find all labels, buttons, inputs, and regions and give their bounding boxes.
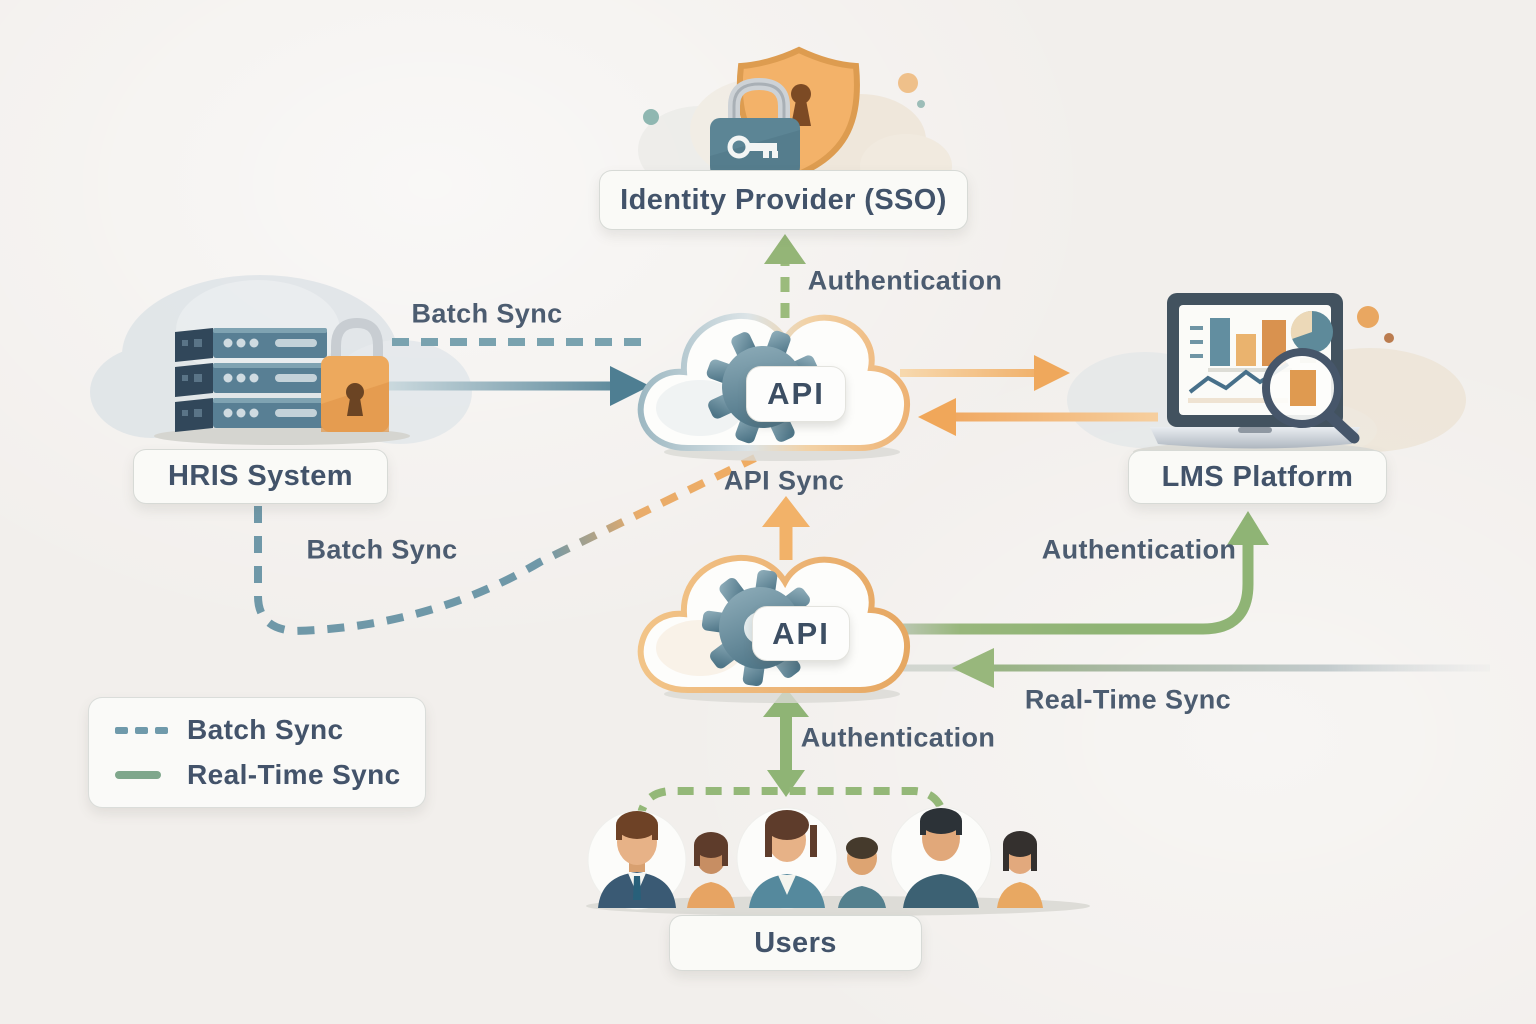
solid-line-sample-icon (115, 771, 171, 779)
legend-real-time-sync-label: Real-Time Sync (187, 759, 401, 790)
node-lms-platform-label: LMS Platform (1161, 460, 1354, 493)
edge-label-batch-sync-top: Batch Sync (411, 298, 563, 329)
edge-label-authentication-idp: Authentication (807, 265, 1003, 296)
edge-real-time-sync (895, 648, 1490, 688)
api-lower-cloud-icon (641, 558, 907, 703)
edge-label-batch-sync-mid: Batch Sync (306, 534, 458, 565)
node-users-label: Users (754, 926, 837, 959)
edge-lms-to-api-arrow (918, 398, 1158, 436)
edge-users-bracket (636, 787, 948, 823)
users-icon (586, 806, 1090, 916)
edge-auth-lms-curve (885, 511, 1269, 635)
decorative-dot-teal (643, 109, 659, 125)
avatar-woman-dark-hair (997, 831, 1043, 908)
edge-api-sync-arrow (762, 496, 810, 560)
avatar-woman-teal-blazer (749, 810, 825, 908)
api-badge-lower-label: API (772, 615, 830, 651)
avatar-boy (838, 837, 886, 908)
edge-label-authentication-lms: Authentication (1041, 534, 1237, 565)
legend: Batch Sync Real-Time Sync (88, 697, 426, 808)
avatar-woman-orange (687, 832, 735, 908)
server-stack-icon (175, 328, 327, 432)
hris-icon (154, 317, 410, 445)
node-users: Users (669, 915, 922, 971)
node-hris-system-label: HRIS System (168, 460, 353, 492)
api-badge-upper: API (746, 366, 846, 422)
decorative-dot-orange (898, 73, 918, 93)
node-lms-platform: LMS Platform (1128, 450, 1387, 504)
api-badge-upper-label: API (767, 376, 825, 411)
edge-label-authentication-users: Authentication (800, 722, 996, 753)
edge-auth-idp (764, 234, 806, 318)
padlock-key-icon (710, 77, 800, 176)
dashed-line-sample-icon (115, 726, 171, 734)
node-hris-system: HRIS System (133, 449, 388, 504)
edge-api-to-lms-arrow (900, 355, 1070, 391)
legend-item-real-time-sync: Real-Time Sync (115, 759, 425, 791)
legend-item-batch-sync: Batch Sync (115, 714, 425, 746)
identity-provider-icon (643, 46, 925, 178)
decorative-dot-brown-small (1384, 333, 1394, 343)
edge-label-api-sync: API Sync (723, 465, 845, 496)
edge-hris-to-api-arrow (378, 366, 650, 406)
node-identity-provider: Identity Provider (SSO) (599, 170, 968, 230)
avatar-man-suit (598, 811, 676, 908)
decorative-dot-orange (1357, 306, 1379, 328)
node-identity-provider-label: Identity Provider (SSO) (620, 183, 947, 216)
edge-label-real-time-sync: Real-Time Sync (1024, 684, 1232, 715)
api-badge-lower: API (752, 606, 850, 661)
hris-padlock-icon (321, 317, 389, 432)
lms-icon (1133, 293, 1394, 462)
avatar-man-tshirt (903, 808, 979, 908)
magnifier-icon (1262, 348, 1360, 444)
decorative-dot-teal-small (917, 100, 925, 108)
legend-batch-sync-label: Batch Sync (187, 714, 344, 745)
api-upper-cloud-icon (641, 312, 907, 462)
